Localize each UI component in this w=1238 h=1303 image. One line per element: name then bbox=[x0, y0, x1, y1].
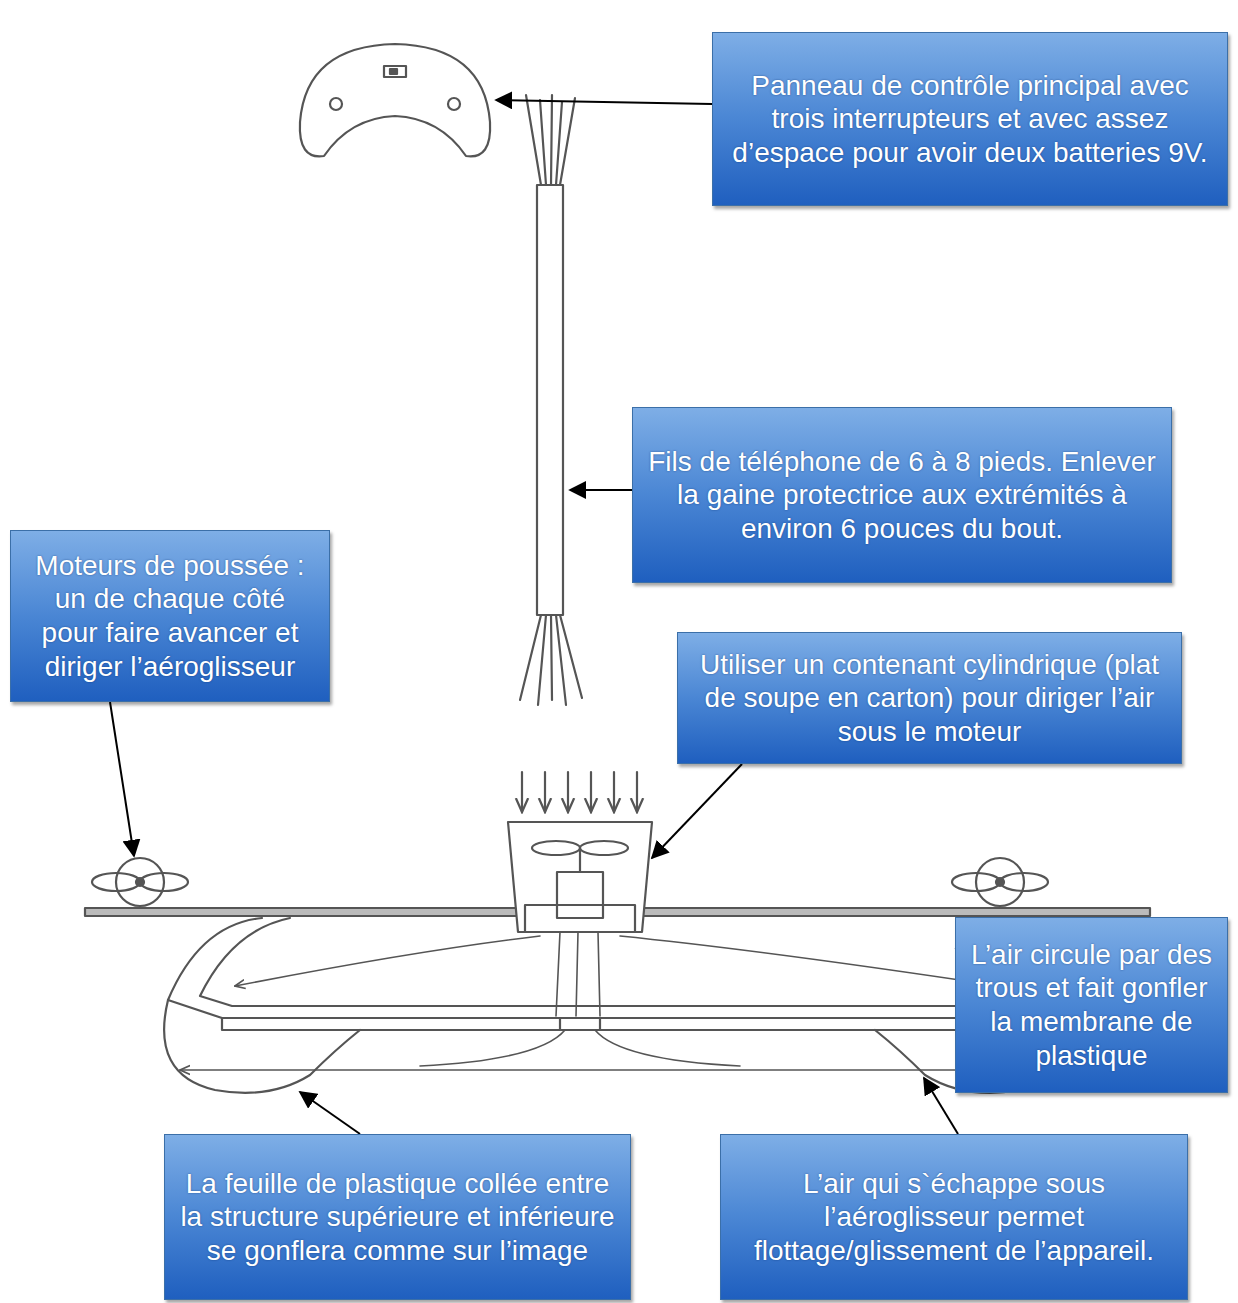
control-panel bbox=[300, 44, 490, 156]
callout-text: Fils de téléphone de 6 à 8 pieds. Enleve… bbox=[647, 445, 1157, 546]
callout-text: Moteurs de poussée : un de chaque côté p… bbox=[25, 549, 315, 683]
callout-box: La feuille de plastique collée entre la … bbox=[164, 1134, 631, 1300]
callout-text: L’air circule par des trous et fait gonf… bbox=[970, 938, 1213, 1072]
callout-text: L’air qui s`échappe sous l’aéroglisseur … bbox=[735, 1167, 1173, 1268]
thrust-motor bbox=[92, 858, 188, 906]
callout-text: La feuille de plastique collée entre la … bbox=[179, 1167, 616, 1268]
callout-box: L’air qui s`échappe sous l’aéroglisseur … bbox=[720, 1134, 1188, 1300]
callout-text: Utiliser un contenant cylindrique (plat … bbox=[692, 648, 1167, 749]
phone-wire bbox=[520, 95, 582, 705]
callout-box: Moteurs de poussée : un de chaque côté p… bbox=[10, 530, 330, 702]
callout-box: L’air circule par des trous et fait gonf… bbox=[955, 917, 1228, 1093]
upper-structure bbox=[168, 918, 1064, 1030]
plastic-skirt bbox=[164, 1000, 1069, 1093]
callout-box: Utiliser un contenant cylindrique (plat … bbox=[677, 632, 1182, 764]
callout-text: Panneau de contrôle principal avec trois… bbox=[727, 69, 1213, 170]
callout-box: Fils de téléphone de 6 à 8 pieds. Enleve… bbox=[632, 407, 1172, 583]
thrust-motor bbox=[952, 858, 1048, 906]
intake-arrows bbox=[522, 772, 637, 812]
air-flow bbox=[180, 932, 1075, 1070]
soup-container bbox=[508, 822, 652, 932]
callout-box: Panneau de contrôle principal avec trois… bbox=[712, 32, 1228, 206]
